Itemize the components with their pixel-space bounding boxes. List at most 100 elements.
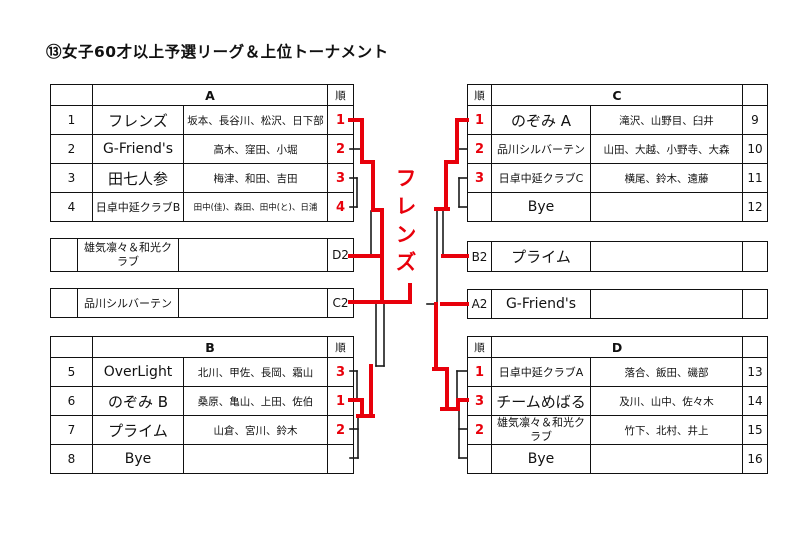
group-a-table: A 順 1 フレンズ 坂本、長谷川、松沢、日下部 1 2 G-Friend's … [50, 84, 354, 222]
table-row: 3 チームめばる 及川、山中、佐々木 14 [467, 386, 769, 416]
table-row: 5 OverLight 北川、甲佐、長岡、霜山 3 [50, 357, 354, 387]
blank-cell [742, 84, 768, 106]
slot-label: D2 [327, 238, 354, 272]
slot-number: 11 [742, 163, 768, 193]
table-row: 7 プライム 山倉、宮川、鈴木 2 [50, 415, 354, 445]
team-name: G-Friend's [92, 134, 184, 164]
slot-number: 15 [742, 415, 769, 445]
team-members: 山倉、宮川、鈴木 [183, 415, 328, 445]
team-name: フレンズ [92, 105, 184, 135]
rank-value: 1 [327, 386, 354, 416]
rank-value: 3 [327, 357, 354, 387]
blank-cell [178, 288, 328, 318]
table-row: 品川シルバーテン C2 [50, 288, 354, 318]
team-name: 日卓中延クラブC [491, 163, 591, 193]
blank-cell [742, 336, 769, 358]
team-name: プライム [491, 241, 591, 272]
slot-number: 13 [742, 357, 769, 387]
team-name: チームめばる [491, 386, 591, 416]
table-row: 1 フレンズ 坂本、長谷川、松沢、日下部 1 [50, 105, 354, 135]
table-row: 4 日卓中延クラブB 田中(佳)、森田、田中(と)、日浦 4 [50, 192, 354, 222]
table-row: 3 日卓中延クラブC 横尾、鈴木、遠藤 11 [467, 163, 768, 193]
slot-number: 9 [742, 105, 768, 135]
table-row: Bye 16 [467, 444, 769, 474]
seed: 4 [50, 192, 93, 222]
team-name: 日卓中延クラブB [92, 192, 184, 222]
crossover-box-d2: 雄気凛々＆和光クラブ D2 [50, 238, 354, 272]
rank-value: 1 [467, 357, 492, 387]
blank-cell [50, 238, 78, 272]
blank-cell [178, 238, 328, 272]
team-name: のぞみ A [491, 105, 591, 135]
table-row: 8 Bye [50, 444, 354, 474]
table-row: 2 雄気凛々＆和光クラブ 竹下、北村、井上 15 [467, 415, 769, 445]
rank-value: 2 [327, 134, 354, 164]
rank-value: 4 [327, 192, 354, 222]
table-row: 3 田七人参 梅津、和田、吉田 3 [50, 163, 354, 193]
rank-value: 1 [327, 105, 354, 135]
group-c-header: 順 C [467, 84, 768, 106]
slot-number: 12 [742, 192, 768, 222]
slot-label: C2 [327, 288, 354, 318]
seed: 5 [50, 357, 93, 387]
slot-number: 10 [742, 134, 768, 164]
team-members [183, 444, 328, 474]
blank-cell [50, 288, 78, 318]
slot-number: 16 [742, 444, 769, 474]
seed: 6 [50, 386, 93, 416]
blank-cell [590, 241, 743, 272]
rank-value [467, 444, 492, 474]
table-row: B2 プライム [467, 241, 768, 272]
team-members: 山田、大越、小野寺、大森 [590, 134, 743, 164]
team-name: 田七人参 [92, 163, 184, 193]
slot-number: 14 [742, 386, 769, 416]
seed: 2 [50, 134, 93, 164]
rank-value: 2 [467, 415, 492, 445]
team-name: G-Friend's [491, 289, 591, 319]
group-title: B [92, 336, 328, 358]
crossover-box-b2: B2 プライム [467, 241, 768, 272]
rank-header: 順 [327, 336, 354, 358]
team-name: Bye [92, 444, 184, 474]
slot-label: A2 [467, 289, 492, 319]
team-name: Bye [491, 444, 591, 474]
table-row: 6 のぞみ B 桑原、亀山、上田、佐伯 1 [50, 386, 354, 416]
table-row: 2 品川シルバーテン 山田、大越、小野寺、大森 10 [467, 134, 768, 164]
blank-cell [742, 289, 768, 319]
team-name: OverLight [92, 357, 184, 387]
rank-value [327, 444, 354, 474]
rank-value: 1 [467, 105, 492, 135]
team-members: 田中(佳)、森田、田中(と)、日浦 [183, 192, 328, 222]
crossover-box-c2: 品川シルバーテン C2 [50, 288, 354, 318]
rank-header: 順 [467, 84, 492, 106]
seed: 8 [50, 444, 93, 474]
team-name: プライム [92, 415, 184, 445]
page-title: ⑬女子60才以上予選リーグ＆上位トーナメント [46, 43, 389, 61]
table-row: 2 G-Friend's 高木、窪田、小堀 2 [50, 134, 354, 164]
team-name: 品川シルバーテン [491, 134, 591, 164]
seed: 1 [50, 105, 93, 135]
rank-value [467, 192, 492, 222]
team-name: 品川シルバーテン [77, 288, 179, 318]
rank-header: 順 [327, 84, 354, 106]
blank-cell [50, 336, 93, 358]
crossover-box-a2: A2 G-Friend's [467, 289, 768, 319]
team-members: 滝沢、山野目、臼井 [590, 105, 743, 135]
team-members [589, 444, 744, 474]
rank-value: 3 [467, 163, 492, 193]
team-name: 日卓中延クラブA [491, 357, 591, 387]
seed: 7 [50, 415, 93, 445]
seed: 3 [50, 163, 93, 193]
group-c-table: 順 C 1 のぞみ A 滝沢、山野目、臼井 9 2 品川シルバーテン 山田、大越… [467, 84, 768, 222]
team-members: 及川、山中、佐々木 [589, 386, 744, 416]
group-a-header: A 順 [50, 84, 354, 106]
champion-name-vertical: フレンズ [393, 167, 417, 279]
group-d-table: 順 D 1 日卓中延クラブA 落合、飯田、磯部 13 3 チームめばる 及川、山… [467, 336, 769, 474]
team-members: 北川、甲佐、長岡、霜山 [183, 357, 328, 387]
team-members: 落合、飯田、磯部 [589, 357, 744, 387]
blank-cell [742, 241, 768, 272]
rank-value: 2 [327, 415, 354, 445]
team-members: 竹下、北村、井上 [589, 415, 744, 445]
slot-label: B2 [467, 241, 492, 272]
table-row: Bye 12 [467, 192, 768, 222]
